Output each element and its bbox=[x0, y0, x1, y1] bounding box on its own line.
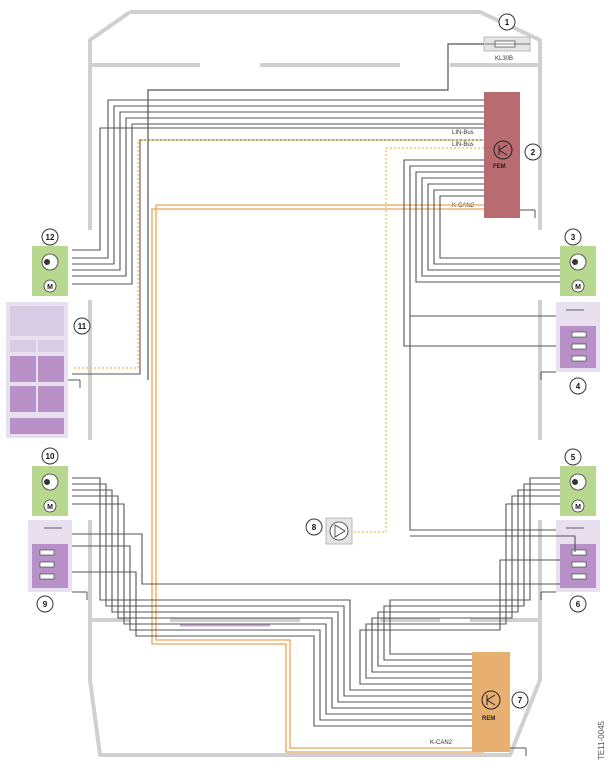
motor-label-3: M bbox=[575, 284, 581, 291]
motor-label-10: M bbox=[47, 504, 53, 511]
rem-transistor-icon bbox=[481, 690, 501, 710]
module-12-mirror-motor: M bbox=[32, 246, 68, 296]
lin-wire-pump bbox=[354, 147, 484, 533]
module-3-mirror-motor: M bbox=[560, 246, 596, 296]
wires-rear bbox=[72, 477, 576, 727]
pump-8 bbox=[325, 517, 353, 545]
pump-icon bbox=[329, 521, 349, 541]
fuse-kl30b bbox=[483, 36, 531, 52]
callout-6: 6 bbox=[576, 600, 581, 609]
lin-bus-label-2: LIN-Bus bbox=[452, 142, 474, 148]
supply-wire bbox=[147, 43, 484, 380]
kcan-wire bbox=[151, 204, 484, 753]
callout-9: 9 bbox=[43, 600, 48, 609]
module-9-switch-unit bbox=[28, 520, 88, 600]
callout-7: 7 bbox=[518, 696, 523, 705]
fuse-label: KL30B bbox=[495, 56, 513, 62]
motor-icon bbox=[43, 279, 57, 293]
callout-1: 1 bbox=[505, 18, 510, 27]
kcan-label-rem: K-CAN2 bbox=[430, 740, 453, 746]
callout-4: 4 bbox=[576, 382, 581, 391]
callout-11: 11 bbox=[78, 322, 87, 331]
rem-label: REM bbox=[482, 716, 495, 722]
motor-icon bbox=[571, 279, 585, 293]
motor-label-5: M bbox=[575, 504, 581, 511]
wires-fem-to-left bbox=[72, 99, 484, 375]
module-10-mirror-motor: M bbox=[32, 466, 68, 516]
module-11-switch-block bbox=[6, 302, 81, 438]
callout-12: 12 bbox=[46, 233, 55, 242]
motor-label-12: M bbox=[47, 284, 53, 291]
fem-label: FEM bbox=[493, 164, 506, 170]
callout-2: 2 bbox=[531, 148, 536, 157]
module-6-switch-unit bbox=[540, 520, 600, 600]
fem-module bbox=[484, 92, 520, 218]
motor-icon bbox=[571, 499, 585, 513]
callouts bbox=[36, 13, 587, 709]
document-id: TE11-0045 bbox=[597, 720, 606, 760]
callout-8: 8 bbox=[312, 523, 317, 532]
module-5-mirror-motor: M bbox=[560, 466, 596, 516]
lin-wire-left bbox=[72, 139, 484, 369]
callout-5: 5 bbox=[571, 453, 576, 462]
callout-3: 3 bbox=[571, 233, 576, 242]
kcan-label-fem: K-CAN2 bbox=[452, 203, 475, 209]
fem-transistor-icon bbox=[493, 140, 513, 160]
motor-icon bbox=[43, 499, 57, 513]
lin-bus-label-1: LIN-Bus bbox=[452, 130, 474, 136]
module-4-switch-unit bbox=[540, 302, 600, 380]
callout-10: 10 bbox=[46, 452, 55, 461]
